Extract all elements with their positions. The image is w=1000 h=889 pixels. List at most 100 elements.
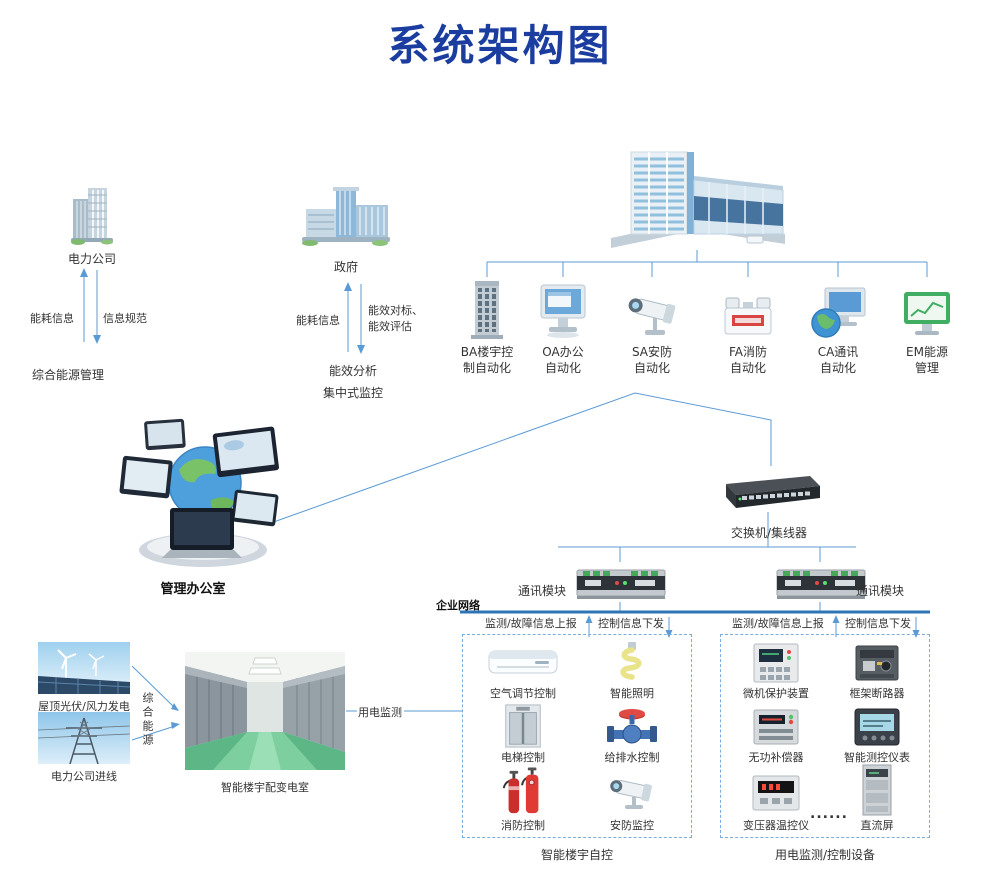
system-ba-label-line2: 制自动化 (462, 361, 511, 375)
system-fa: FA消防自动化 (708, 276, 788, 376)
system-sa-label: SA安防自动化 (612, 344, 692, 376)
power-devices-caption: 用电监测/控制设备 (774, 848, 876, 862)
smart-lighting-label: 智能照明 (610, 687, 654, 700)
substation-label: 智能楼宇配变电室 (221, 781, 309, 794)
dc-panel-label: 直流屏 (860, 819, 894, 832)
water-valve-icon (605, 705, 659, 749)
comm-module-left-icon (573, 562, 669, 608)
protection-relay-icon (752, 641, 800, 685)
info-standard-label: 信息规范 (103, 312, 147, 325)
comm-module-left-label: 通讯模块 (518, 584, 567, 598)
smart-meter-label: 智能测控仪表 (844, 751, 910, 764)
system-fa-label-line2: 自动化 (729, 361, 766, 375)
cell-fire-control: 消防控制 (471, 767, 575, 833)
network-switch-icon (716, 468, 824, 518)
building-automation-caption: 智能楼宇自控 (540, 848, 613, 862)
system-fa-label-line1: FA消防 (728, 345, 767, 359)
system-em-label-line1: EM能源 (906, 345, 948, 359)
cell-dc-panel: 直流屏 (829, 764, 925, 833)
system-sa: SA安防自动化 (612, 276, 692, 376)
energy-info-label-left: 能耗信息 (30, 312, 74, 325)
sa-cctv-camera-icon (612, 276, 692, 340)
cell-smart-lighting: 智能照明 (579, 641, 685, 701)
smart-building-icon (605, 146, 790, 258)
air-conditioner-icon (487, 641, 559, 685)
benchmark-label-line2: 能效评估 (368, 320, 412, 333)
security-camera-icon (606, 769, 658, 817)
system-ca-label: CA通讯自动化 (798, 344, 878, 376)
central-monitoring-label: 集中式监控 (323, 386, 384, 400)
devices-ellipsis: ...... (810, 806, 848, 822)
enterprise-network-label: 企业网络 (436, 599, 480, 612)
smart-meter-icon (853, 705, 901, 749)
oa-monitor-icon (523, 276, 603, 340)
dc-panel-icon (861, 763, 893, 817)
transformer-thermostat-label: 变压器温控仪 (743, 819, 809, 832)
cell-ac-control: 空气调节控制 (471, 641, 575, 701)
control-down-left-label: 控制信息下发 (598, 617, 664, 630)
temperature-controller-icon (751, 769, 801, 817)
cell-frame-breaker: 框架断路器 (829, 641, 925, 701)
cell-transformer-thermostat: 变压器温控仪 (727, 769, 825, 833)
integrated-energy-mgmt-label: 综合能源管理 (32, 368, 105, 382)
fa-emergency-light-icon (708, 276, 788, 340)
elevator-icon (503, 703, 543, 749)
system-oa-label-line2: 自动化 (544, 361, 581, 375)
benchmark-label-line1: 能效对标、 (368, 304, 423, 317)
analysis-label: 能效分析 (329, 364, 378, 378)
system-ca-label-line1: CA通讯 (817, 345, 859, 359)
system-ba: BA楼宇控制自动化 (447, 276, 527, 376)
control-down-right-label: 控制信息下发 (845, 617, 911, 630)
ac-control-label: 空气调节控制 (490, 687, 556, 700)
system-sa-label-line1: SA安防 (631, 345, 673, 359)
report-up-right-label: 监测/故障信息上报 (732, 617, 824, 630)
elevator-control-label: 电梯控制 (501, 751, 545, 764)
protection-device-label: 微机保护装置 (743, 687, 809, 700)
building-automation-box: 空气调节控制 智能照明 电梯控制 给排水控制 消防控制 (462, 634, 692, 838)
cell-smart-meter: 智能测控仪表 (829, 705, 925, 765)
fire-extinguisher-icon (500, 767, 546, 817)
system-oa-label-line1: OA办公 (542, 345, 584, 359)
system-ba-label-line1: BA楼宇控 (460, 345, 514, 359)
page-title: 系统架构图 (387, 21, 613, 70)
fire-control-label: 消防控制 (501, 819, 545, 832)
switch-label: 交换机/集线器 (730, 526, 808, 540)
compensator-icon (752, 705, 800, 749)
system-sa-label-line2: 自动化 (633, 361, 670, 375)
em-green-monitor-icon (887, 276, 967, 340)
pv-wind-photo (37, 642, 131, 698)
management-office-label: 管理办公室 (160, 582, 226, 597)
government-building-icon (300, 185, 392, 251)
grid-incoming-label: 电力公司进线 (51, 770, 117, 783)
system-em-label-line2: 管理 (914, 361, 939, 375)
system-ca-label-line2: 自动化 (819, 361, 856, 375)
ba-highrise-icon (447, 276, 527, 340)
power-devices-box: 微机保护装置 框架断路器 无功补偿器 智能测控仪表 变压器温控仪 (720, 634, 930, 838)
circuit-breaker-icon (853, 641, 901, 685)
system-oa: OA办公自动化 (523, 276, 603, 376)
security-monitoring-label: 安防监控 (610, 819, 654, 832)
power-metering-label: 用电监测 (358, 706, 402, 719)
energy-info-label-gov: 能耗信息 (296, 314, 340, 327)
system-em-label: EM能源管理 (887, 344, 967, 376)
frame-breaker-label: 框架断路器 (849, 687, 905, 700)
cell-reactive-compensator: 无功补偿器 (727, 705, 825, 765)
water-control-label: 给排水控制 (604, 751, 660, 764)
combined-energy-label: 综合能源 (141, 692, 154, 748)
cell-elevator-control: 电梯控制 (471, 703, 575, 765)
cell-protection-device: 微机保护装置 (727, 641, 825, 701)
management-office-monitors-globe-icon (115, 408, 285, 577)
system-fa-label: FA消防自动化 (708, 344, 788, 376)
system-ba-label: BA楼宇控制自动化 (447, 344, 527, 376)
reactive-compensator-label: 无功补偿器 (748, 751, 804, 764)
ca-computer-globe-icon (798, 276, 878, 340)
power-company-building-icon (70, 183, 114, 251)
government-label: 政府 (333, 260, 358, 274)
comm-module-right-icon (773, 562, 869, 608)
power-company-label: 电力公司 (67, 252, 116, 266)
pv-wind-label: 屋顶光伏/风力发电 (38, 700, 130, 713)
cfl-bulb-icon (614, 641, 650, 685)
